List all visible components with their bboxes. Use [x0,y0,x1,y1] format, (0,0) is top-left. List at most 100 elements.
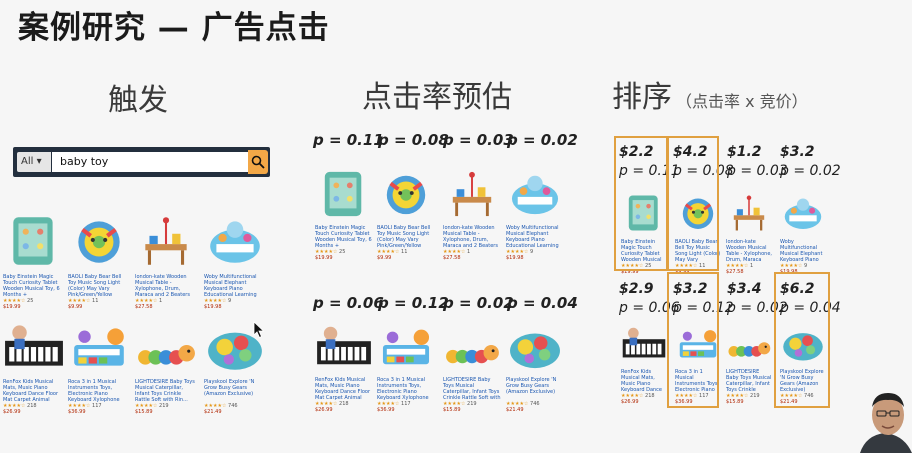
product-review-count: 9 [228,298,232,304]
product-review-count: 11 [401,249,408,255]
ranked-product-card[interactable]: Woby Multifunctional Musical Elephant Ke… [780,194,826,275]
product-title[interactable]: Baby Einstein Magic Touch Curiosity Tabl… [3,274,60,298]
product-image[interactable] [675,324,721,362]
product-title[interactable]: Baby Einstein Magic Touch Curiosity Tabl… [315,225,372,249]
trigger-product-card[interactable]: Woby Multifunctional Musical Elephant Ke… [204,215,266,310]
product-image[interactable] [726,194,772,232]
product-image[interactable] [68,320,130,372]
product-title[interactable]: RenFox Kids Musical Mats, Music Piano Ke… [3,379,59,403]
product-review-count: 218 [645,393,655,399]
trigger-product-card[interactable]: BAOLI Baby Bear Bell Toy Music Song Ligh… [68,215,130,310]
product-review-count: 11 [699,263,706,269]
ctr-product-card[interactable]: Roca 3 in 1 Musical Instruments Toys, El… [377,322,435,413]
product-rating: ★★★★☆ 746 [506,401,540,407]
ranked-product-card[interactable]: Playskool Explore 'N Grow Busy Gears (Am… [780,324,826,405]
product-rating: ★★★★☆ 25 [315,249,346,255]
product-price: $9.99 [377,255,392,261]
trigger-product-card[interactable]: LIGHTDESIRE Baby Toys Musical Caterpilla… [135,320,197,415]
product-image[interactable] [780,324,826,362]
trigger-product-card[interactable]: Baby Einstein Magic Touch Curiosity Tabl… [3,215,65,310]
product-title[interactable]: Iondon-kate Wooden Musical Table - Xylop… [135,274,190,298]
ctr-probability-label: p = 0.02 [507,131,578,149]
product-title[interactable]: Playskool Explore 'N Grow Busy Gears (Am… [506,377,557,395]
trigger-product-card[interactable]: Iondon-kate Wooden Musical Table - Xylop… [135,215,197,310]
product-image[interactable] [135,215,197,267]
search-input[interactable]: baby toy [52,152,248,172]
trigger-product-card[interactable]: Roca 3 in 1 Musical Instruments Toys, El… [68,320,130,415]
product-image[interactable] [377,322,435,370]
product-title[interactable]: BAOLI Baby Bear Bell Toy Music Song Ligh… [68,274,122,298]
ranked-product-card[interactable]: Iondon-kate Wooden Musical Table - Xylop… [726,194,772,275]
product-price: $21.49 [506,407,524,413]
product-image[interactable] [315,322,373,370]
trigger-product-card[interactable]: Playskool Explore 'N Grow Busy Gears (Am… [204,320,266,415]
product-title[interactable]: Woby Multifunctional Musical Elephant Ke… [506,225,559,249]
product-image[interactable] [135,320,197,372]
product-title[interactable]: Playskool Explore 'N Grow Busy Gears (Am… [204,379,255,397]
product-title[interactable]: Roca 3 in 1 Musical Instruments Toys, El… [377,377,429,401]
product-title[interactable]: LIGHTDESIRE Baby Toys Musical Caterpilla… [443,377,501,401]
product-image[interactable] [506,322,564,370]
ctr-probability-label: p = 0.03 [443,131,514,149]
product-image[interactable] [3,320,65,372]
product-image[interactable] [377,170,435,218]
ctr-product-card[interactable]: Playskool Explore 'N Grow Busy Gears (Am… [506,322,564,413]
product-title[interactable]: RenFox Kids Musical Mats, Music Piano Ke… [621,369,663,393]
product-image[interactable] [621,324,667,362]
product-image[interactable] [621,194,667,232]
product-image[interactable] [3,215,65,267]
product-title[interactable]: Woby Multifunctional Musical Elephant Ke… [204,274,257,298]
product-title[interactable]: BAOLI Baby Bear Bell Toy Music Song Ligh… [675,239,721,263]
ranked-product-card[interactable]: BAOLI Baby Bear Bell Toy Music Song Ligh… [675,194,721,275]
product-title[interactable]: Iondon-kate Wooden Musical Table - Xylop… [726,239,772,263]
product-image[interactable] [443,322,501,370]
product-review-count: 218 [27,403,37,409]
product-image[interactable] [506,170,564,218]
product-price: $36.99 [377,407,395,413]
ranked-product-card[interactable]: Baby Einstein Magic Touch Curiosity Tabl… [621,194,667,275]
section-trigger-title: 触发 [108,83,168,118]
bid-value: $2.2 [619,144,654,160]
ctr-product-card[interactable]: Woby Multifunctional Musical Elephant Ke… [506,170,564,261]
product-title[interactable]: Roca 3 in 1 Musical Instruments Toys, El… [68,379,120,403]
product-image[interactable] [675,194,721,232]
trigger-product-card[interactable]: RenFox Kids Musical Mats, Music Piano Ke… [3,320,65,415]
product-title[interactable]: LIGHTDESIRE Baby Toys Musical Caterpilla… [726,369,772,393]
product-review-count: 218 [339,401,349,407]
ctr-product-card[interactable]: BAOLI Baby Bear Bell Toy Music Song Ligh… [377,170,435,261]
product-image[interactable] [780,194,826,232]
product-price: $27.58 [726,269,744,275]
product-title[interactable]: RenFox Kids Musical Mats, Music Piano Ke… [315,377,371,401]
product-rating: ★★★★☆ 9 [204,298,232,304]
product-title[interactable]: Playskool Explore 'N Grow Busy Gears (Am… [780,369,824,393]
product-title[interactable]: Roca 3 in 1 Musical Instruments Toys, El… [675,369,720,393]
ctr-product-card[interactable]: LIGHTDESIRE Baby Toys Musical Caterpilla… [443,322,501,413]
product-image[interactable] [443,170,501,218]
presenter-video-thumbnail [858,385,912,453]
product-title[interactable]: BAOLI Baby Bear Bell Toy Music Song Ligh… [377,225,431,249]
ctr-product-card[interactable]: Baby Einstein Magic Touch Curiosity Tabl… [315,170,373,261]
product-review-count: 1 [467,249,471,255]
section-rank-title: 排序（点击率 x 竞价） [612,72,808,116]
product-image[interactable] [726,324,772,362]
product-image[interactable] [68,215,130,267]
ranked-product-card[interactable]: RenFox Kids Musical Mats, Music Piano Ke… [621,324,667,405]
product-title[interactable]: Woby Multifunctional Musical Elephant Ke… [780,239,823,263]
product-image[interactable] [204,320,266,372]
product-title[interactable]: Iondon-kate Wooden Musical Table - Xylop… [443,225,498,249]
product-title[interactable]: Baby Einstein Magic Touch Curiosity Tabl… [621,239,662,263]
ranked-product-card[interactable]: LIGHTDESIRE Baby Toys Musical Caterpilla… [726,324,772,405]
search-button[interactable] [248,150,268,174]
ctr-probability-label: p = 0.11 [313,131,384,149]
category-dropdown[interactable]: All ▾ [17,152,51,172]
product-image[interactable] [204,215,266,267]
product-image[interactable] [315,170,373,218]
ctr-product-card[interactable]: Iondon-kate Wooden Musical Table - Xylop… [443,170,501,261]
product-title[interactable]: LIGHTDESIRE Baby Toys Musical Caterpilla… [135,379,195,403]
section-rank-label: 排序 [612,80,672,115]
ranked-product-card[interactable]: Roca 3 in 1 Musical Instruments Toys, El… [675,324,721,405]
ranked-highlight-box-2 [667,136,719,271]
ctr-product-card[interactable]: RenFox Kids Musical Mats, Music Piano Ke… [315,322,373,413]
